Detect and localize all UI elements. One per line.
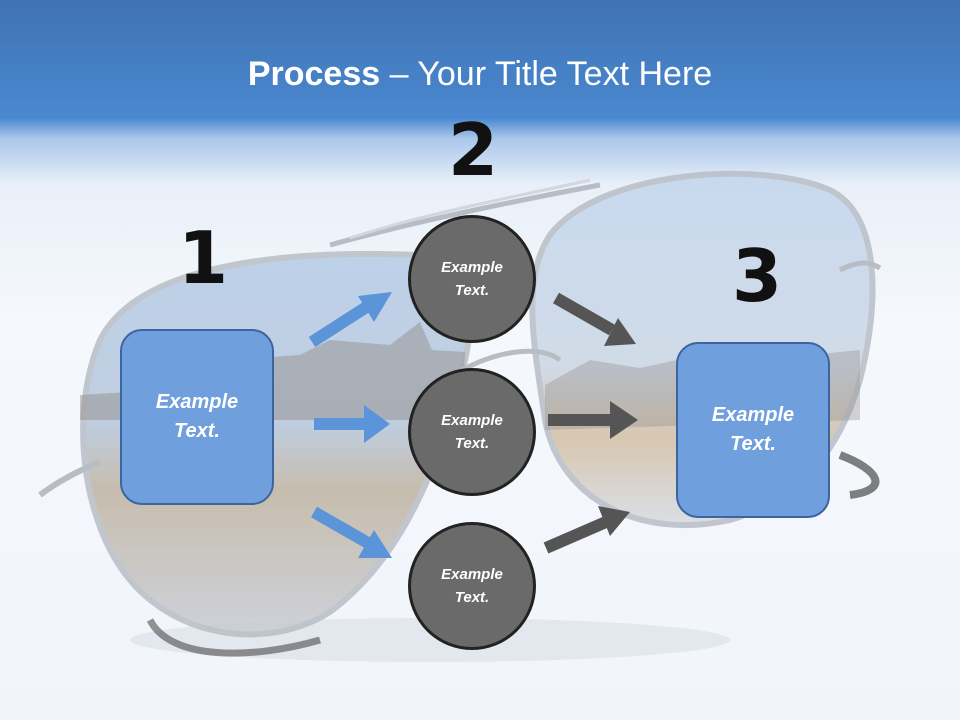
arrow-from-circle-2	[548, 401, 638, 439]
left-process-box: Example Text.	[120, 329, 274, 505]
title-rest: – Your Title Text Here	[380, 55, 713, 93]
circle-2-text: Example Text.	[441, 412, 503, 452]
step-number-1: 1	[178, 216, 229, 300]
circle-3-text: Example Text.	[441, 566, 503, 606]
arrow-from-circle-3	[543, 506, 630, 554]
circle-1-text: Example Text.	[441, 259, 503, 299]
right-process-box: Example Text.	[676, 342, 830, 518]
arrow-to-circle-1	[308, 292, 392, 348]
process-circle-2: Example Text.	[408, 368, 536, 496]
right-box-text: Example Text.	[711, 404, 795, 455]
arrow-from-circle-1	[553, 292, 636, 346]
process-circle-1: Example Text.	[408, 215, 536, 343]
step-number-2: 2	[448, 108, 499, 192]
slide-title: Process – Your Title Text Here	[0, 52, 960, 96]
arrow-to-circle-3	[311, 506, 392, 558]
step-number-3: 3	[732, 234, 783, 318]
title-bold: Process	[247, 55, 381, 93]
arrow-to-circle-2	[314, 405, 390, 443]
process-circle-3: Example Text.	[408, 522, 536, 650]
left-box-text: Example Text.	[155, 391, 239, 442]
